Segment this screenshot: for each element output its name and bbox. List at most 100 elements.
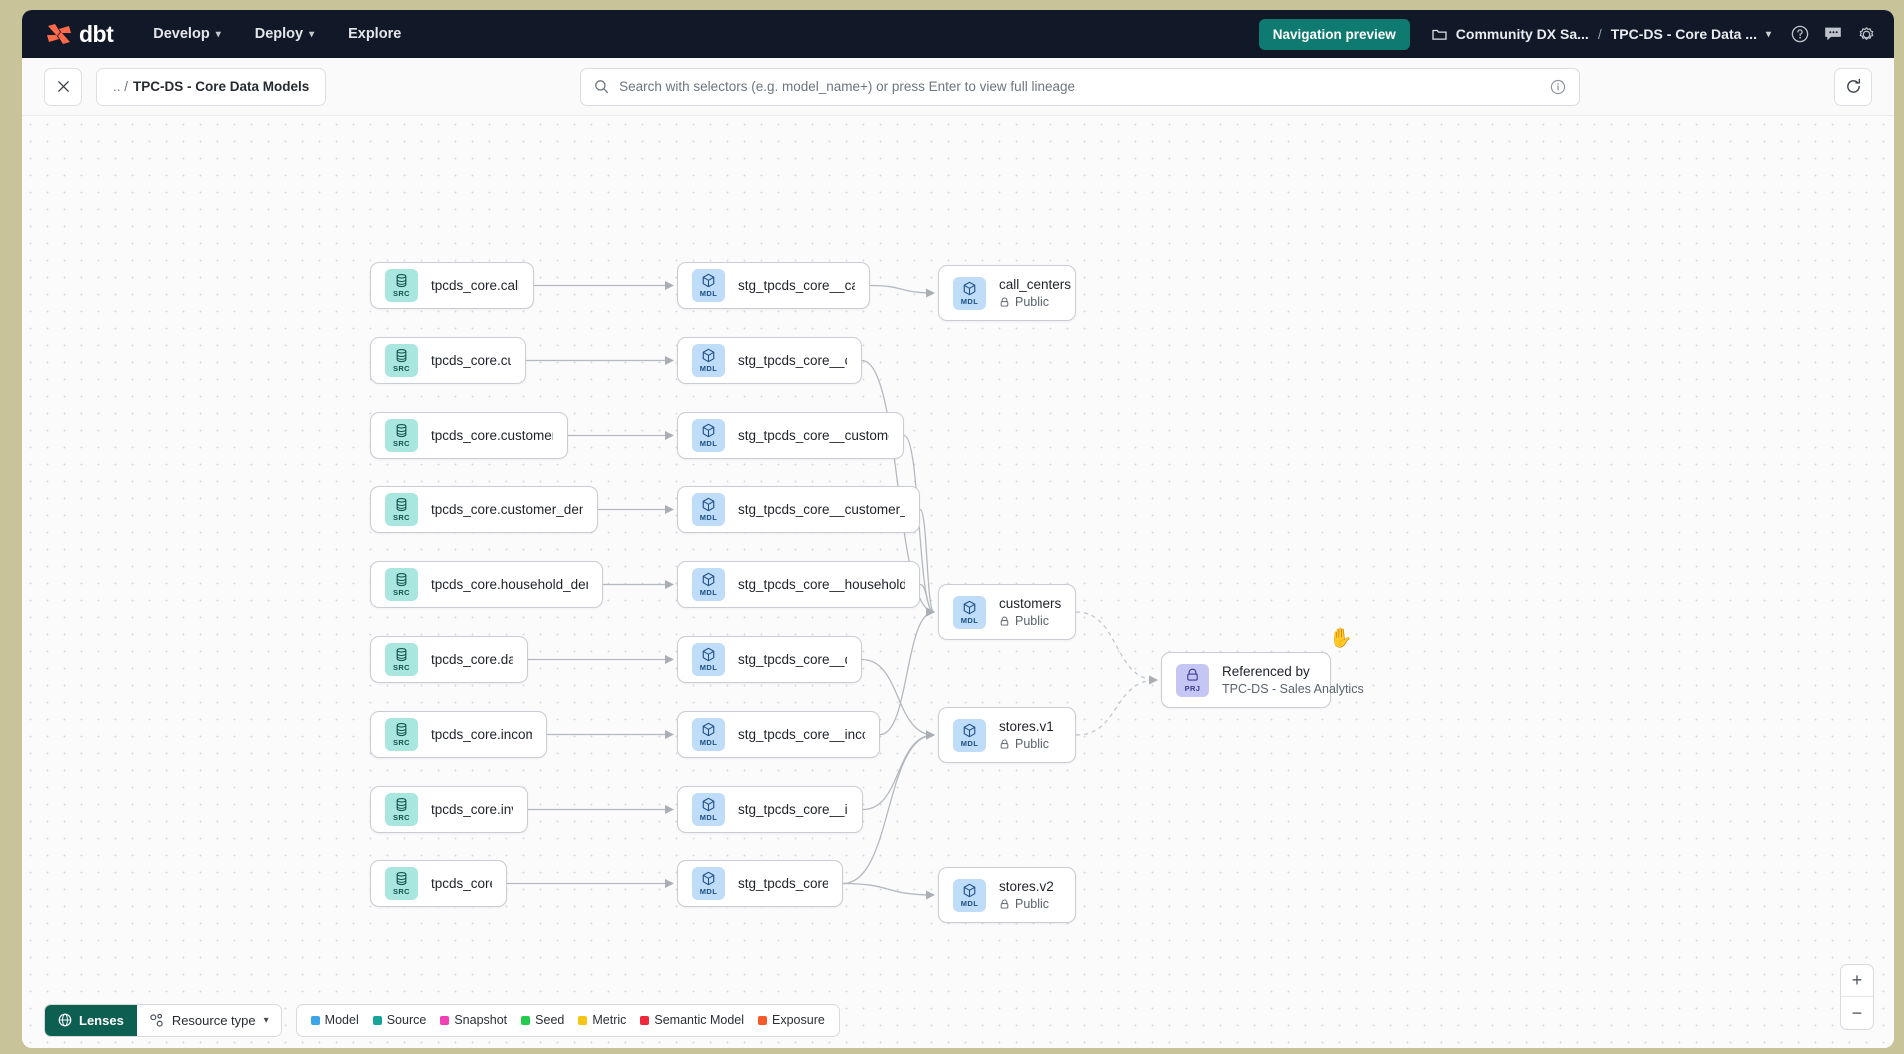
legend-item-snapshot[interactable]: Snapshot	[440, 1013, 507, 1027]
lineage-toolbar: .. / TPC-DS - Core Data Models Search wi…	[22, 58, 1894, 116]
cube-icon	[701, 273, 716, 288]
legend-item-exposure[interactable]: Exposure	[758, 1013, 825, 1027]
database-icon	[394, 348, 409, 363]
refresh-lineage-button[interactable]	[1834, 67, 1872, 106]
nav-item-develop[interactable]: Develop ▾	[153, 26, 220, 42]
cube-icon	[701, 797, 716, 812]
node-badge-label: PRJ	[1184, 683, 1201, 693]
legend-item-metric[interactable]: Metric	[578, 1013, 626, 1027]
lineage-node-stg_tpcds_core__household_demogr-[interactable]: MDLstg_tpcds_core__household_demogr…	[677, 561, 920, 608]
node-label: tpcds_core.customer_demographics	[431, 502, 583, 517]
breadcrumb-project[interactable]: TPC-DS - Core Data ...	[1610, 26, 1757, 42]
navigation-preview-button[interactable]: Navigation preview	[1258, 18, 1410, 50]
legend-item-semantic-model[interactable]: Semantic Model	[640, 1013, 744, 1027]
help-icon[interactable]	[1791, 25, 1809, 43]
folder-icon	[1432, 28, 1447, 41]
feedback-icon[interactable]	[1824, 26, 1842, 42]
node-badge-label: MDL	[699, 588, 718, 597]
dbt-logo[interactable]: dbt	[46, 21, 114, 48]
node-badge-label: MDL	[699, 513, 718, 522]
lenses-control-group: Lenses Resource type ▾	[44, 1003, 282, 1037]
node-label: tpcds_core.store	[431, 876, 492, 891]
chevron-down-icon: ▾	[263, 1014, 269, 1026]
node-badge-label: MDL	[699, 439, 718, 448]
lineage-edge	[861, 658, 935, 740]
resource-type-dropdown[interactable]: Resource type ▾	[136, 1004, 281, 1036]
top-navigation-bar: dbt Develop ▾ Deploy ▾ Explore Navigatio…	[22, 10, 1894, 58]
zoom-controls: + −	[1840, 964, 1874, 1030]
legend-swatch	[578, 1015, 588, 1025]
legend-item-source[interactable]: Source	[372, 1013, 426, 1027]
info-icon[interactable]	[1550, 79, 1566, 95]
cube-icon	[962, 883, 977, 898]
search-icon	[594, 79, 609, 94]
node-badge-mdl: MDL	[953, 878, 986, 912]
breadcrumb-account[interactable]: Community DX Sa...	[1455, 26, 1589, 42]
nav-item-explore[interactable]: Explore	[348, 26, 401, 42]
resource-type-legend: Model Source Snapshot Seed Metric Semant…	[295, 1003, 840, 1037]
node-badge-mdl: MDL	[692, 718, 725, 751]
lineage-breadcrumb-pill[interactable]: .. / TPC-DS - Core Data Models	[96, 67, 327, 106]
node-badge-label: SRC	[392, 738, 411, 747]
node-badge-label: MDL	[699, 887, 718, 896]
database-icon	[394, 273, 409, 288]
lineage-edge	[842, 882, 935, 900]
lineage-edge	[869, 284, 935, 298]
chevron-down-icon[interactable]: ▾	[1765, 28, 1771, 40]
legend-swatch	[640, 1015, 650, 1025]
node-title: customers	[999, 596, 1062, 611]
project-lock-icon	[1185, 668, 1200, 683]
cube-icon	[701, 423, 716, 438]
legend-item-seed[interactable]: Seed	[521, 1013, 564, 1027]
legend-item-model[interactable]: Model	[310, 1013, 359, 1027]
lineage-bottom-bar: Lenses Resource type ▾ Model	[22, 992, 1894, 1048]
zoom-in-button[interactable]: +	[1841, 965, 1873, 997]
nav-item-deploy[interactable]: Deploy ▾	[255, 26, 314, 42]
legend-swatch	[758, 1015, 768, 1025]
lenses-button[interactable]: Lenses	[45, 1004, 137, 1036]
zoom-out-button[interactable]: −	[1851, 1002, 1863, 1023]
cube-icon	[701, 348, 716, 363]
settings-gear-icon[interactable]	[1857, 25, 1876, 44]
close-lineage-button[interactable]	[44, 67, 82, 106]
node-badge-mdl: MDL	[692, 793, 725, 826]
node-badge-src: SRC	[385, 419, 418, 452]
node-badge-mdl: MDL	[692, 568, 725, 601]
node-label: stg_tpcds_core__customer	[738, 353, 847, 368]
lineage-search-input[interactable]: Search with selectors (e.g. model_name+)…	[580, 67, 1581, 106]
cube-icon	[962, 723, 977, 738]
lineage-edges	[506, 280, 1158, 900]
node-badge-mdl: MDL	[953, 718, 986, 752]
lineage-node-stg_tpcds_core__customer_demogra-[interactable]: MDLstg_tpcds_core__customer_demogra…	[677, 486, 920, 533]
cube-icon	[701, 497, 716, 512]
legend-label: Seed	[535, 1013, 565, 1027]
cube-icon	[701, 871, 716, 886]
nav-item-deploy-label: Deploy	[254, 26, 304, 42]
node-title: stores.v1	[999, 719, 1054, 734]
